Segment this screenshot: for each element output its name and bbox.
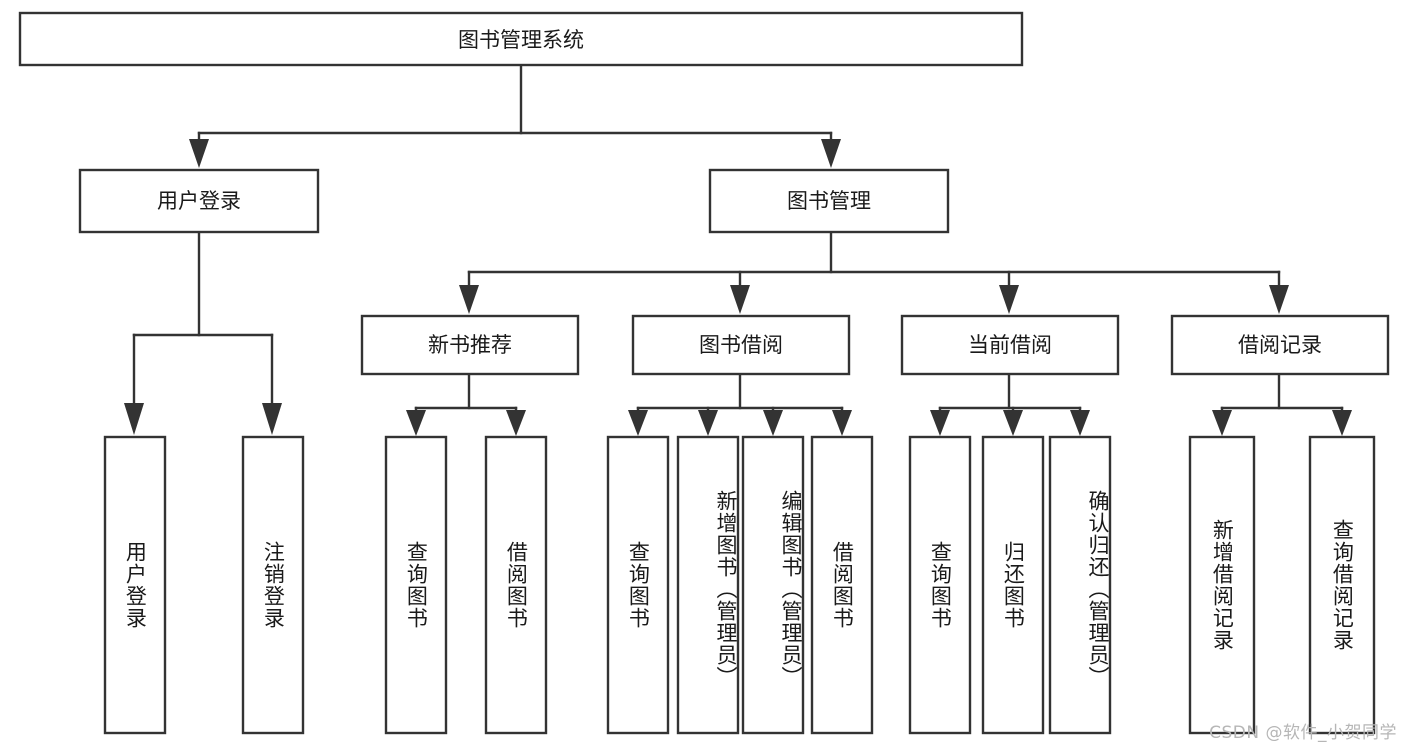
node-book-management-box[interactable] [708,168,950,234]
node-leaf-query-book-cur-box[interactable] [908,435,972,735]
arrow-head-bw-leaf1 [628,410,648,436]
arrow-head-leaf-user-login [124,403,144,435]
arrow-head-cur-leaf1 [930,410,950,436]
node-user-login-label: 用户登录 [157,189,241,213]
arrow-head-bw-leaf4 [832,410,852,436]
node-root-box[interactable] [18,11,1024,67]
arrow-head-current [999,285,1019,314]
arrow-head-book-mgmt [821,139,841,168]
node-current-borrow-box[interactable] [900,314,1120,376]
node-root-label: 图书管理系统 [458,28,584,52]
node-leaf-query-book-bw-box[interactable] [606,435,670,735]
arrow-head-cur-leaf3 [1070,410,1090,436]
node-new-book-recommend-label: 新书推荐 [428,333,512,357]
node-leaf-borrow-book-nb-box[interactable] [484,435,548,735]
node-book-borrow-label: 图书借阅 [699,333,783,357]
node-leaf-borrow-book-bw-box[interactable] [810,435,874,735]
node-leaf-user-login-box[interactable] [103,435,167,735]
node-new-book-recommend-box[interactable] [360,314,580,376]
arrow-head-records [1269,285,1289,314]
node-leaf-query-borrow-record-box[interactable] [1308,435,1376,735]
arrow-head-nb-leaf1 [406,410,426,436]
node-borrow-records-label: 借阅记录 [1238,333,1322,357]
node-book-management-label: 图书管理 [787,189,871,213]
node-layer: 图书管理系统 用户登录 图书管理 新书推荐 图书借阅 当前借阅 借阅记录 [18,11,1390,735]
node-borrow-records-box[interactable] [1170,314,1390,376]
node-leaf-edit-book-admin-box[interactable] [741,435,805,735]
node-leaf-add-book-admin-box[interactable] [676,435,740,735]
arrow-head-nb-leaf2 [506,410,526,436]
node-leaf-logout-box[interactable] [241,435,305,735]
node-user-login-box[interactable] [78,168,320,234]
node-book-borrow-box[interactable] [631,314,851,376]
arrow-head-bw-leaf3 [763,410,783,436]
arrow-head-cur-leaf2 [1003,410,1023,436]
arrow-head-rec-leaf2 [1332,410,1352,436]
arrow-head-rec-leaf1 [1212,410,1232,436]
node-leaf-add-borrow-record-box[interactable] [1188,435,1256,735]
node-leaf-return-book-box[interactable] [981,435,1045,735]
arrow-head-new-book [459,285,479,314]
node-current-borrow-label: 当前借阅 [968,333,1052,357]
node-leaf-confirm-return-admin-box[interactable] [1048,435,1112,735]
arrow-head-bw-leaf2 [698,410,718,436]
connector-layer [124,63,1352,436]
arrow-head-borrow [730,285,750,314]
node-leaf-query-book-nb-box[interactable] [384,435,448,735]
csdn-watermark: CSDN @软件_小贺同学 [1209,723,1397,743]
arrow-head-leaf-logout [262,403,282,435]
arrow-head-user-login [189,139,209,168]
